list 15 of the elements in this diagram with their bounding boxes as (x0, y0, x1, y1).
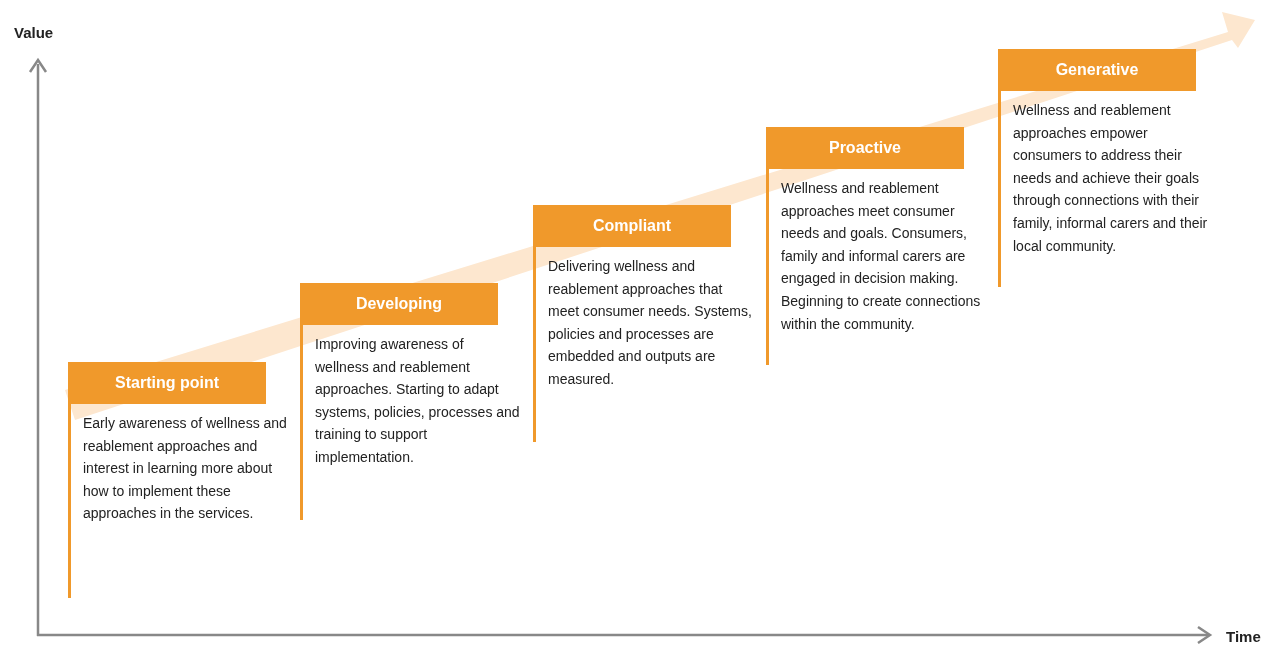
stage-heading: Generative (998, 49, 1196, 91)
stage-heading: Starting point (68, 362, 266, 404)
stage-description: Wellness and reablement approaches meet consumer needs and goals. Consumers, family and informal carers are engaged in decision making. Beginning to create connections within the community. (781, 179, 982, 334)
stage-panel (68, 362, 288, 598)
axis-label: Time (1226, 628, 1261, 645)
stage-panel (300, 283, 520, 520)
stage-description: Wellness and reablement approaches empower consumers to address their needs and achieve their goals through connections with their family, informal carers and their local community. (1013, 101, 1209, 256)
stage-description: Delivering wellness and reablement approaches that meet consumer needs. Systems, policies and processes are embedded and outputs are measured. (548, 257, 753, 389)
stage-description: Improving awareness of wellness and reablement approaches. Starting to adapt systems, policies, processes and training to support implementation. (315, 335, 520, 467)
stage-panel (533, 205, 753, 442)
stage-heading: Compliant (533, 205, 731, 247)
stage-description: Early awareness of wellness and reablement approaches and interest in learning more about how to implement these approaches in the services. (83, 414, 288, 524)
stage-heading: Proactive (766, 127, 964, 169)
stage-heading: Developing (300, 283, 498, 325)
axis-label: Value (14, 24, 54, 41)
